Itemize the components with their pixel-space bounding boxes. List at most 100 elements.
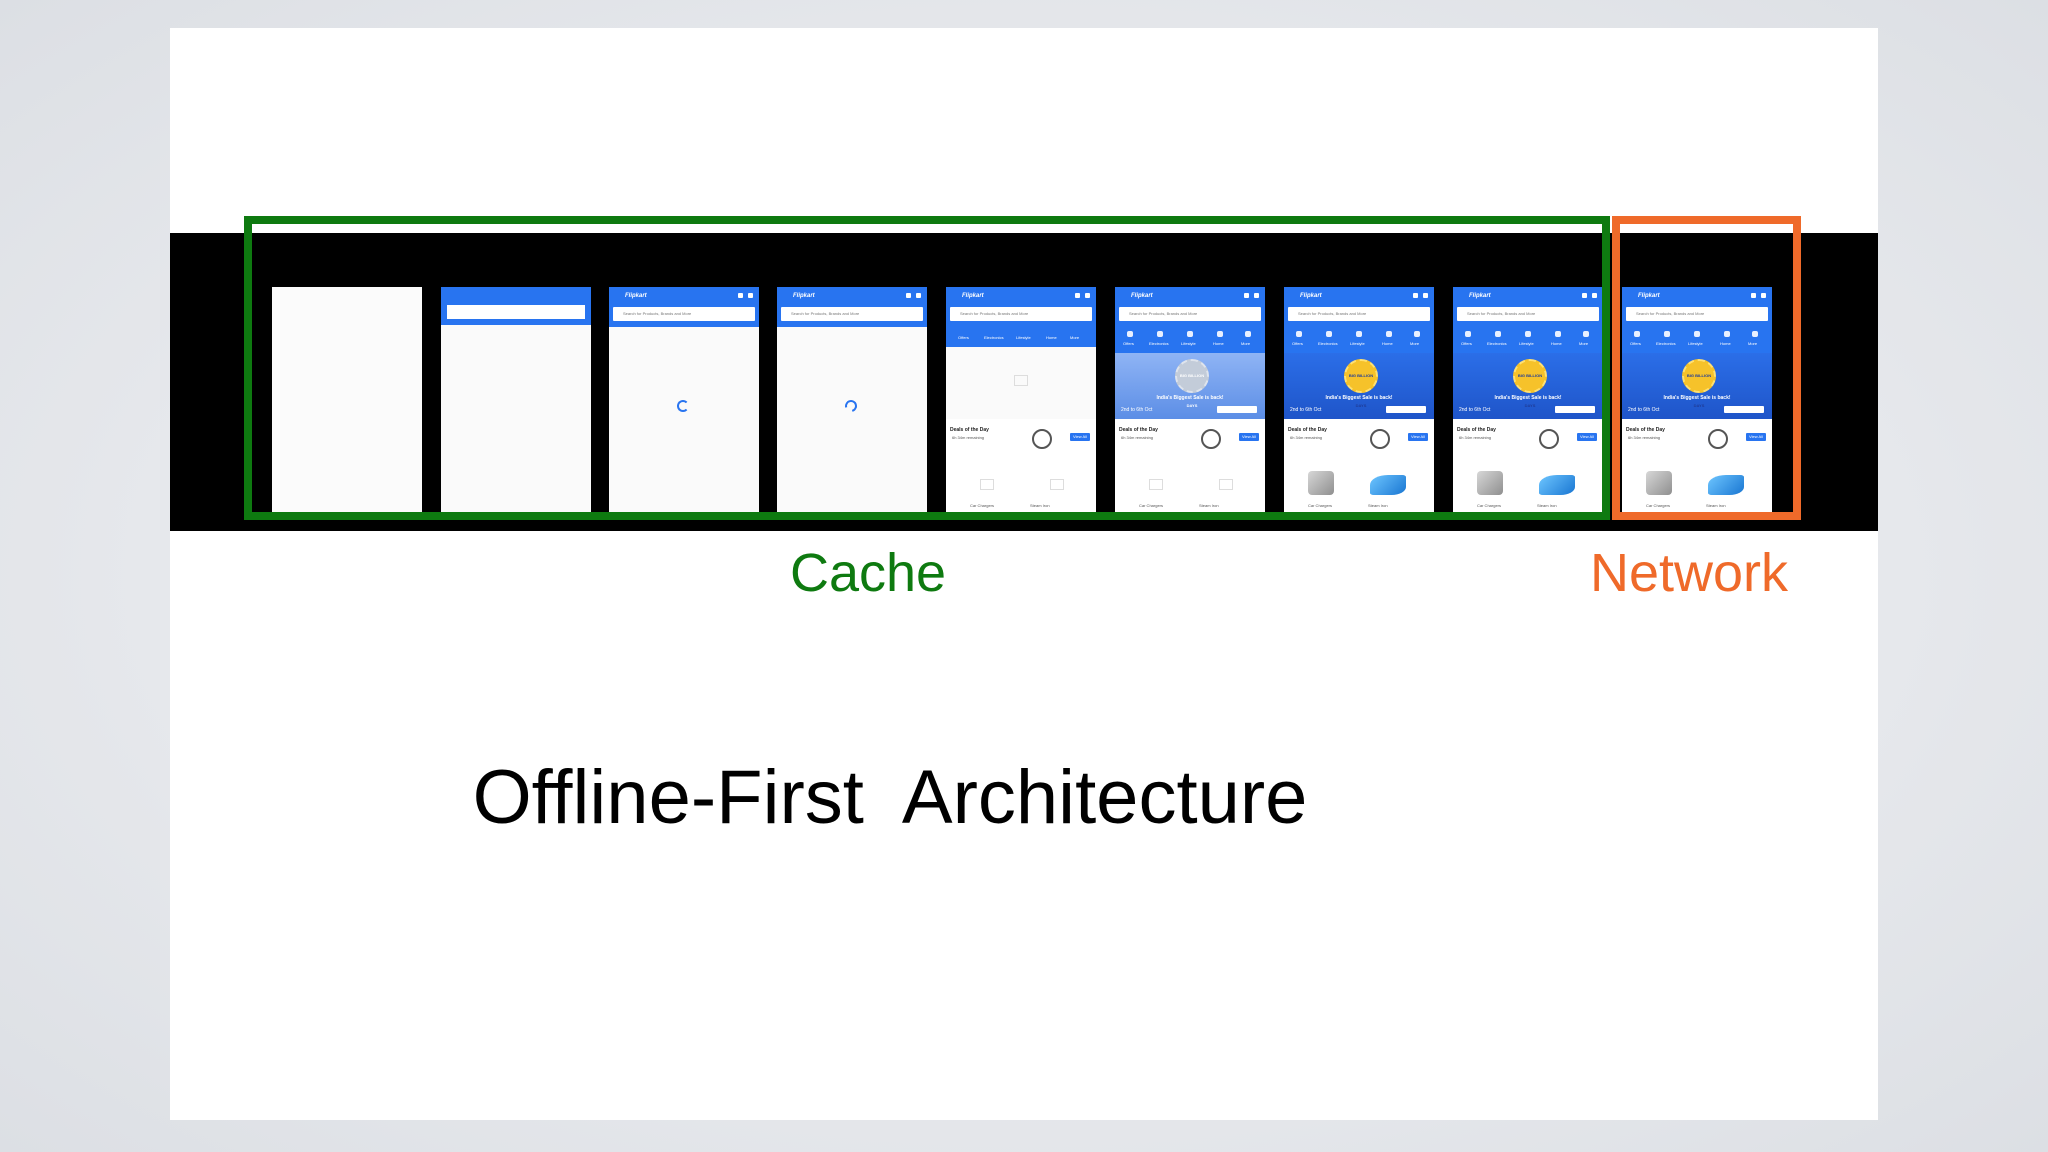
sponsor-strip bbox=[1217, 406, 1257, 413]
banner-tagline: India's Biggest Sale is back! bbox=[1494, 395, 1562, 401]
frame-spinner-1: Flipkart Search for Products, Brands and… bbox=[609, 287, 759, 520]
user-icon bbox=[1254, 293, 1259, 298]
cart-icon bbox=[1244, 293, 1249, 298]
cache-label: Cache bbox=[790, 543, 947, 603]
image-placeholder-icon bbox=[1050, 479, 1064, 490]
user-icon bbox=[1423, 293, 1428, 298]
offers-icon bbox=[1127, 331, 1133, 337]
category-label: Electronics bbox=[1318, 341, 1338, 346]
electronics-icon bbox=[1495, 331, 1501, 337]
product-label: Car Chargers bbox=[1477, 503, 1502, 508]
deals-timer: 6h 34m remaining bbox=[1290, 435, 1323, 440]
user-icon bbox=[748, 293, 753, 298]
network-label: Network bbox=[1590, 543, 1789, 603]
more-icon bbox=[1414, 331, 1420, 337]
search-field: Search for Products, Brands and More bbox=[613, 307, 755, 321]
electronics-icon bbox=[1326, 331, 1332, 337]
image-placeholder-icon bbox=[980, 479, 994, 490]
search-field: Search for Products, Brands and More bbox=[781, 307, 923, 321]
slide: Flipkart Search for Products, Brands and… bbox=[170, 28, 1878, 1120]
logo: Flipkart bbox=[962, 293, 984, 299]
cart-icon bbox=[738, 293, 743, 298]
view-all-button: View All bbox=[1577, 433, 1597, 441]
banner-tagline: India's Biggest Sale is back! bbox=[1156, 395, 1224, 401]
category-label: Lifestyle bbox=[1350, 341, 1365, 346]
sale-badge: BIG BILLION DAYS bbox=[1175, 359, 1209, 408]
clock-icon bbox=[1370, 429, 1390, 449]
frame-full-2: Flipkart Search for Products, Brands and… bbox=[1453, 287, 1603, 520]
cart-icon bbox=[1751, 293, 1756, 298]
home-icon bbox=[1386, 331, 1392, 337]
lifestyle-icon bbox=[1694, 331, 1700, 337]
product-label: Steam Iron bbox=[1030, 503, 1050, 508]
filmstrip: Flipkart Search for Products, Brands and… bbox=[170, 233, 1878, 531]
category-label: Lifestyle bbox=[1016, 335, 1031, 340]
category-label: More bbox=[1070, 335, 1080, 340]
deals-timer: 6h 34m remaining bbox=[1121, 435, 1154, 440]
deals-title: Deals of the Day bbox=[1457, 427, 1496, 433]
category-label: Offers bbox=[1630, 341, 1641, 346]
more-icon bbox=[1583, 331, 1589, 337]
view-all-button: View All bbox=[1746, 433, 1766, 441]
steam-iron-image bbox=[1708, 475, 1744, 495]
sale-badge: BIG BILLION DAYS bbox=[1682, 359, 1716, 408]
image-placeholder-icon bbox=[1149, 479, 1163, 490]
steam-iron-image bbox=[1539, 475, 1575, 495]
frame-network: Flipkart Search for Products, Brands and… bbox=[1622, 287, 1772, 520]
cart-icon bbox=[906, 293, 911, 298]
product-label: Steam Iron bbox=[1537, 503, 1557, 508]
lifestyle-icon bbox=[1187, 331, 1193, 337]
sponsor-strip bbox=[1555, 406, 1595, 413]
user-icon bbox=[1085, 293, 1090, 298]
product-label: Car Chargers bbox=[1308, 503, 1333, 508]
banner-date: 2nd to 6th Oct bbox=[1290, 407, 1322, 413]
category-label: More bbox=[1748, 341, 1758, 346]
frame-spinner-2: Flipkart Search for Products, Brands and… bbox=[777, 287, 927, 520]
logo: Flipkart bbox=[1131, 293, 1153, 299]
deals-timer: 6h 34m remaining bbox=[952, 435, 985, 440]
search-field: Search for Products, Brands and More bbox=[1457, 307, 1599, 321]
cart-icon bbox=[1582, 293, 1587, 298]
banner-date: 2nd to 6th Oct bbox=[1121, 407, 1153, 413]
clock-icon bbox=[1201, 429, 1221, 449]
sponsor-strip bbox=[1724, 406, 1764, 413]
banner-date: 2nd to 6th Oct bbox=[1628, 407, 1660, 413]
category-label: Home bbox=[1720, 341, 1731, 346]
deals-title: Deals of the Day bbox=[1119, 427, 1158, 433]
search-field: Search for Products, Brands and More bbox=[1288, 307, 1430, 321]
more-icon bbox=[1245, 331, 1251, 337]
category-label: More bbox=[1410, 341, 1420, 346]
image-placeholder-icon bbox=[1219, 479, 1233, 490]
car-charger-image bbox=[1477, 471, 1503, 495]
search-field: Search for Products, Brands and More bbox=[1119, 307, 1261, 321]
frame-placeholders: Flipkart Search for Products, Brands and… bbox=[946, 287, 1096, 520]
car-charger-image bbox=[1646, 471, 1672, 495]
category-label: Offers bbox=[958, 335, 969, 340]
category-label: Offers bbox=[1292, 341, 1303, 346]
cart-icon bbox=[1075, 293, 1080, 298]
lifestyle-icon bbox=[1525, 331, 1531, 337]
logo: Flipkart bbox=[625, 293, 647, 299]
frame-banner-placeholders: Flipkart Search for Products, Brands and… bbox=[1115, 287, 1265, 520]
deals-timer: 6h 34m remaining bbox=[1459, 435, 1492, 440]
steam-iron-image bbox=[1370, 475, 1406, 495]
category-label: Electronics bbox=[1487, 341, 1507, 346]
electronics-icon bbox=[1157, 331, 1163, 337]
deals-title: Deals of the Day bbox=[1288, 427, 1327, 433]
cart-icon bbox=[1413, 293, 1418, 298]
lifestyle-icon bbox=[1356, 331, 1362, 337]
sale-badge: BIG BILLION DAYS bbox=[1513, 359, 1547, 408]
logo: Flipkart bbox=[1469, 293, 1491, 299]
category-label: More bbox=[1241, 341, 1251, 346]
frame-blank bbox=[272, 287, 422, 520]
banner-tagline: India's Biggest Sale is back! bbox=[1325, 395, 1393, 401]
home-icon bbox=[1217, 331, 1223, 337]
view-all-button: View All bbox=[1239, 433, 1259, 441]
electronics-icon bbox=[1664, 331, 1670, 337]
category-label: Electronics bbox=[1149, 341, 1169, 346]
clock-icon bbox=[1708, 429, 1728, 449]
category-label: Home bbox=[1046, 335, 1057, 340]
clock-icon bbox=[1539, 429, 1559, 449]
logo: Flipkart bbox=[793, 293, 815, 299]
user-icon bbox=[916, 293, 921, 298]
